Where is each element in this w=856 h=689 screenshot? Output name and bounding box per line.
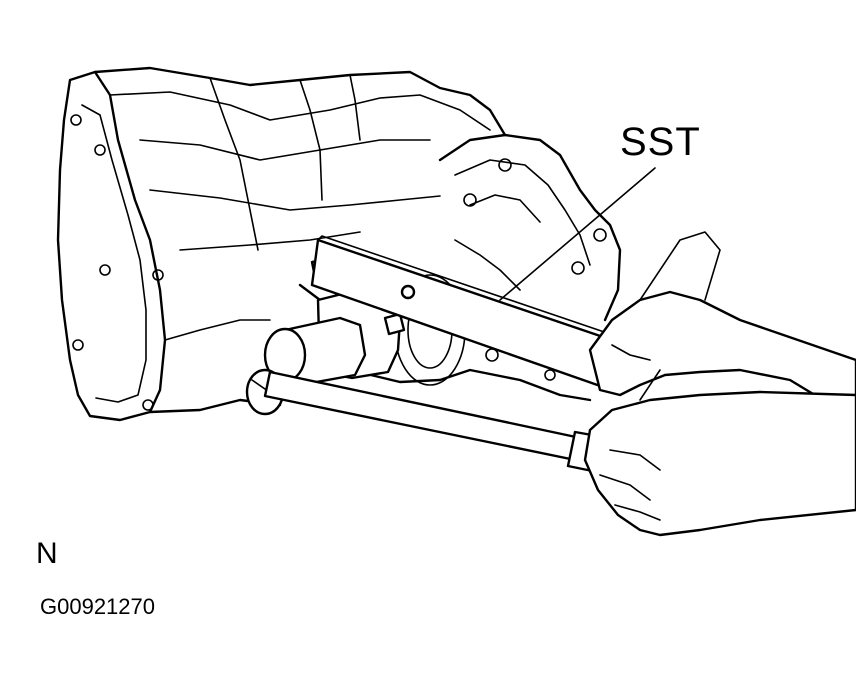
sst-leader-line bbox=[499, 167, 656, 301]
figure-code: G00921270 bbox=[40, 594, 155, 619]
wrench-bar bbox=[263, 370, 622, 477]
transmission-case bbox=[56, 66, 622, 422]
hands bbox=[583, 231, 856, 537]
sst-label: SST bbox=[620, 120, 701, 164]
view-letter: N bbox=[36, 537, 58, 570]
